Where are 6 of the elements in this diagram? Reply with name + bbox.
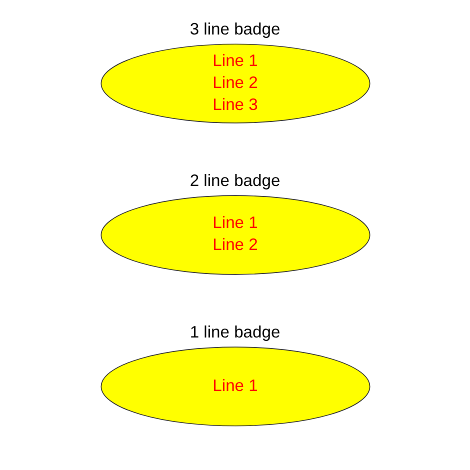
node-ellipse: Line 1 Line 2 Line 3 [100, 44, 370, 124]
node-label: 1 line badge [189, 322, 280, 342]
node-ellipse: Line 1 Line 2 [100, 195, 370, 275]
node-label: 2 line badge [189, 171, 280, 190]
node-ellipse: Line 1 [100, 346, 370, 426]
node-label: 3 line badge [189, 20, 280, 39]
